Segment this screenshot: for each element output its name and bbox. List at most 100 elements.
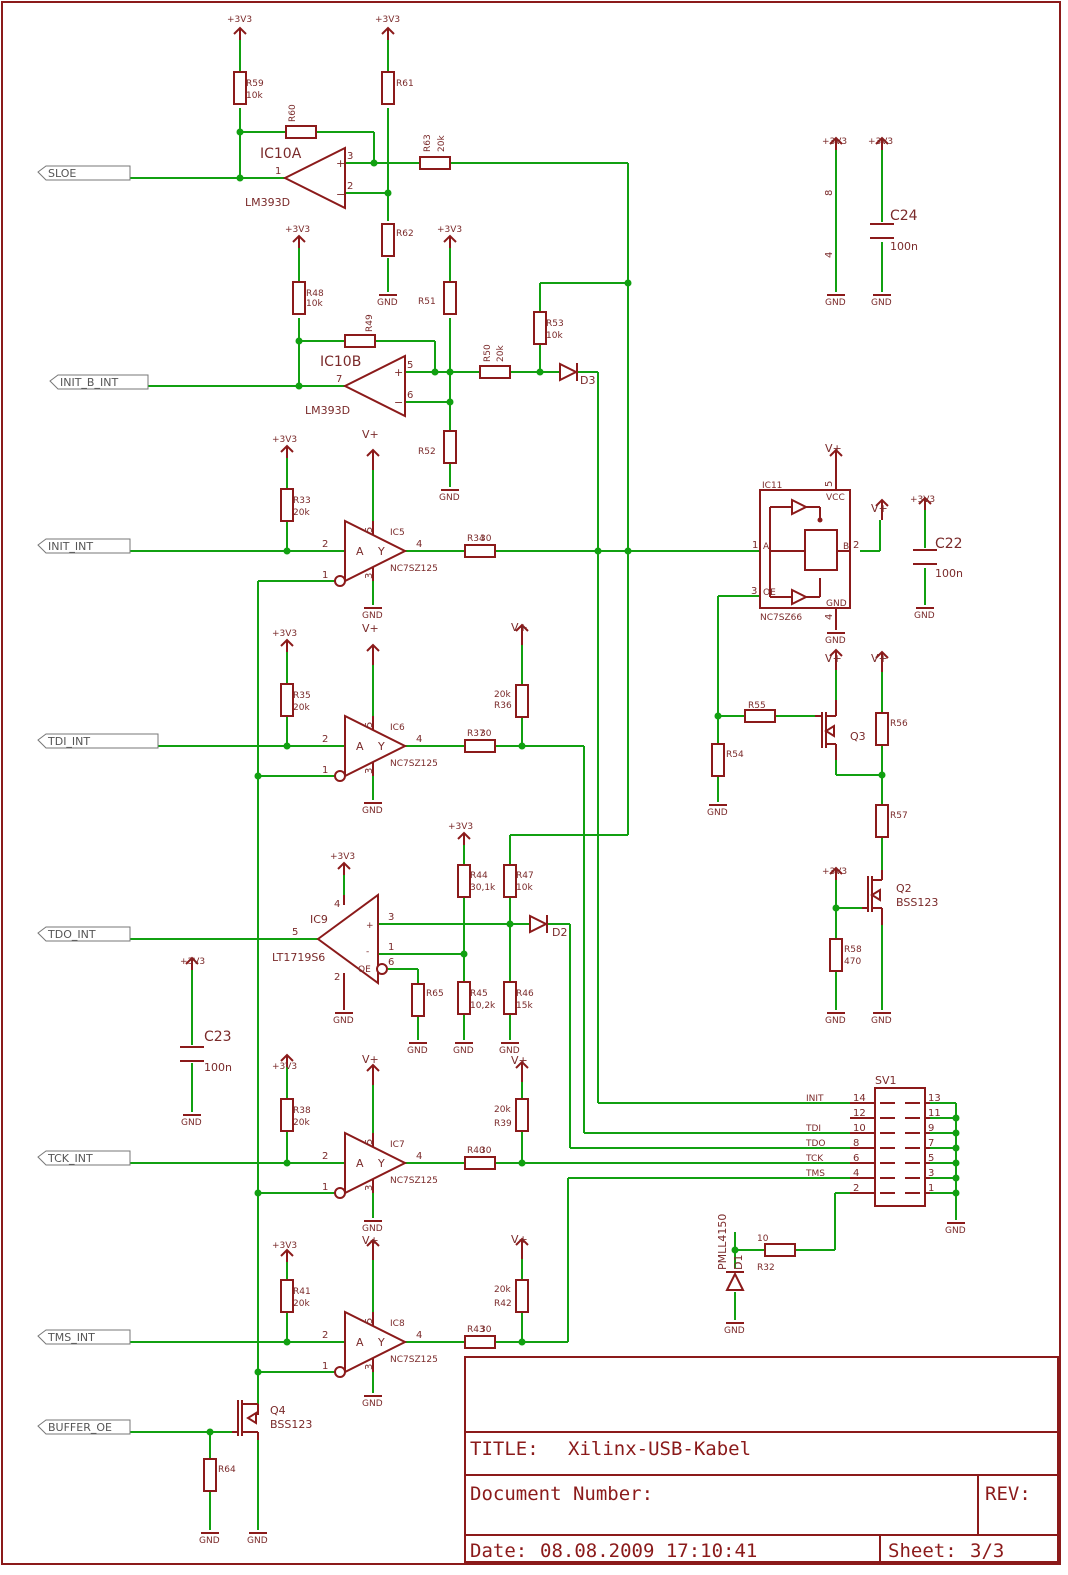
supply-label: V+ <box>362 622 379 635</box>
port-label: TDI_INT <box>47 735 90 748</box>
supply-gnd: GND <box>945 1222 966 1236</box>
supply-gnd: GND <box>181 1114 202 1128</box>
supply-vplus: V+ <box>825 442 843 470</box>
pin-number: 1 <box>322 1182 328 1193</box>
resistor-value: 470 <box>844 957 861 967</box>
supply-gnd: GND <box>407 1042 428 1056</box>
pin-number: 3 <box>388 912 394 923</box>
wires <box>130 40 957 1530</box>
buffer-type: NC7SZ125 <box>390 1176 438 1186</box>
transistor-q2: Q2 BSS123 <box>862 870 938 925</box>
connector-pin-number: 6 <box>853 1153 859 1164</box>
supply-label: GND <box>871 1016 892 1026</box>
resistor-name: R33 <box>293 496 311 506</box>
buffer-y-mark: Y <box>377 740 385 753</box>
ic9-oe-mark: OE <box>358 965 371 975</box>
resistor-value: 20k <box>293 1299 310 1309</box>
resistor-r61: R61 <box>381 71 414 105</box>
buffer-type: NC7SZ125 <box>390 759 438 769</box>
connector-pin-number: 5 <box>928 1153 934 1164</box>
resistor-value: 30 <box>480 729 492 739</box>
supply-label: GND <box>362 1224 383 1234</box>
resistor-name: R55 <box>748 701 766 711</box>
supply-3v3: +3V3 <box>822 866 847 880</box>
resistor-value: 20k <box>293 508 310 518</box>
title-label: TITLE: <box>470 1438 539 1460</box>
resistor-value: 10 <box>757 1234 769 1244</box>
supply-3v3: +3V3 <box>448 822 473 845</box>
supply-3v3: +3V3 <box>272 1053 297 1072</box>
resistor-name: R39 <box>494 1119 512 1129</box>
port-label: BUFFER_OE <box>48 1421 112 1434</box>
ic9-plus-mark: + <box>366 921 374 931</box>
pin-number: 5 <box>824 481 835 487</box>
supply-gnd: GND <box>871 294 892 308</box>
supply-3v3: +3V3 <box>330 852 355 875</box>
power-pin-4: 4 <box>824 252 835 258</box>
resistor-name: R37 <box>467 729 485 739</box>
pin-number: 1 <box>388 942 394 953</box>
resistor-name: R40 <box>467 1146 485 1156</box>
ic9-name: IC9 <box>310 913 328 926</box>
supply-3v3: +3V3 <box>437 225 462 248</box>
resistor-value: 30 <box>480 1325 492 1335</box>
supply-gnd: GND <box>499 1042 520 1056</box>
resistor-r55: R55 <box>744 701 776 723</box>
supply-label: V+ <box>362 428 379 441</box>
buffer-y-mark: Y <box>377 1336 385 1349</box>
junctions <box>206 128 960 1436</box>
connector-pin-number: 8 <box>853 1138 859 1149</box>
resistor-name: R56 <box>890 719 908 729</box>
supply-vplus: V+ <box>871 650 889 672</box>
supply-gnd: GND <box>724 1322 745 1336</box>
date-label: Date: <box>470 1540 527 1562</box>
ic10b-name: IC10B <box>320 354 361 370</box>
resistor-r56: R56 <box>875 712 908 746</box>
resistor-value: 20k <box>496 345 506 362</box>
d2-label: D2 <box>552 926 567 939</box>
pin-number: 2 <box>322 734 328 745</box>
buffer-name: IC7 <box>390 1140 405 1150</box>
supply-3v3: +3V3 <box>910 495 935 510</box>
title-value: Xilinx-USB-Kabel <box>568 1438 751 1460</box>
port-label: TDO_INT <box>47 928 96 941</box>
port-tdo-int: TDO_INT <box>37 926 131 942</box>
title-block: TITLE: Xilinx-USB-Kabel Document Number:… <box>464 1356 1059 1563</box>
d1-label: D1 <box>732 1255 745 1270</box>
resistor-value: 20k <box>494 690 511 700</box>
transistor-q4: Q4 BSS123 <box>232 1400 312 1440</box>
resistor-name: R51 <box>418 297 436 307</box>
resistor-name: R42 <box>494 1299 512 1309</box>
sheet-value: 3/3 <box>970 1540 1004 1562</box>
pin-number: 5 <box>364 1139 375 1145</box>
buffer-y-mark: Y <box>377 1157 385 1170</box>
supply-label: GND <box>914 611 935 621</box>
pin-number: 3 <box>751 586 757 597</box>
connector-pin-number: 1 <box>928 1183 934 1194</box>
supply-gnd: GND <box>377 294 398 308</box>
supply-label: +3V3 <box>437 225 462 235</box>
pin-number: 5 <box>292 927 298 938</box>
ic11-type: NC7SZ66 <box>760 613 802 623</box>
resistor-value: 20k <box>494 1105 511 1115</box>
diode-d2: D2 <box>529 914 567 939</box>
supply-label: GND <box>825 298 846 308</box>
supply-label: +3V3 <box>375 15 400 25</box>
supply-gnd: GND <box>362 802 383 816</box>
ic11-name: IC11 <box>762 481 782 491</box>
supply-gnd: GND <box>362 1220 383 1234</box>
supply-label: +3V3 <box>868 137 893 147</box>
supply-label: V+ <box>511 621 528 634</box>
sv1-name: SV1 <box>875 1074 897 1087</box>
supply-label: +3V3 <box>272 629 297 639</box>
svg-text:−: − <box>336 188 345 201</box>
supply-label: GND <box>439 493 460 503</box>
resistor-name: R54 <box>726 750 744 760</box>
